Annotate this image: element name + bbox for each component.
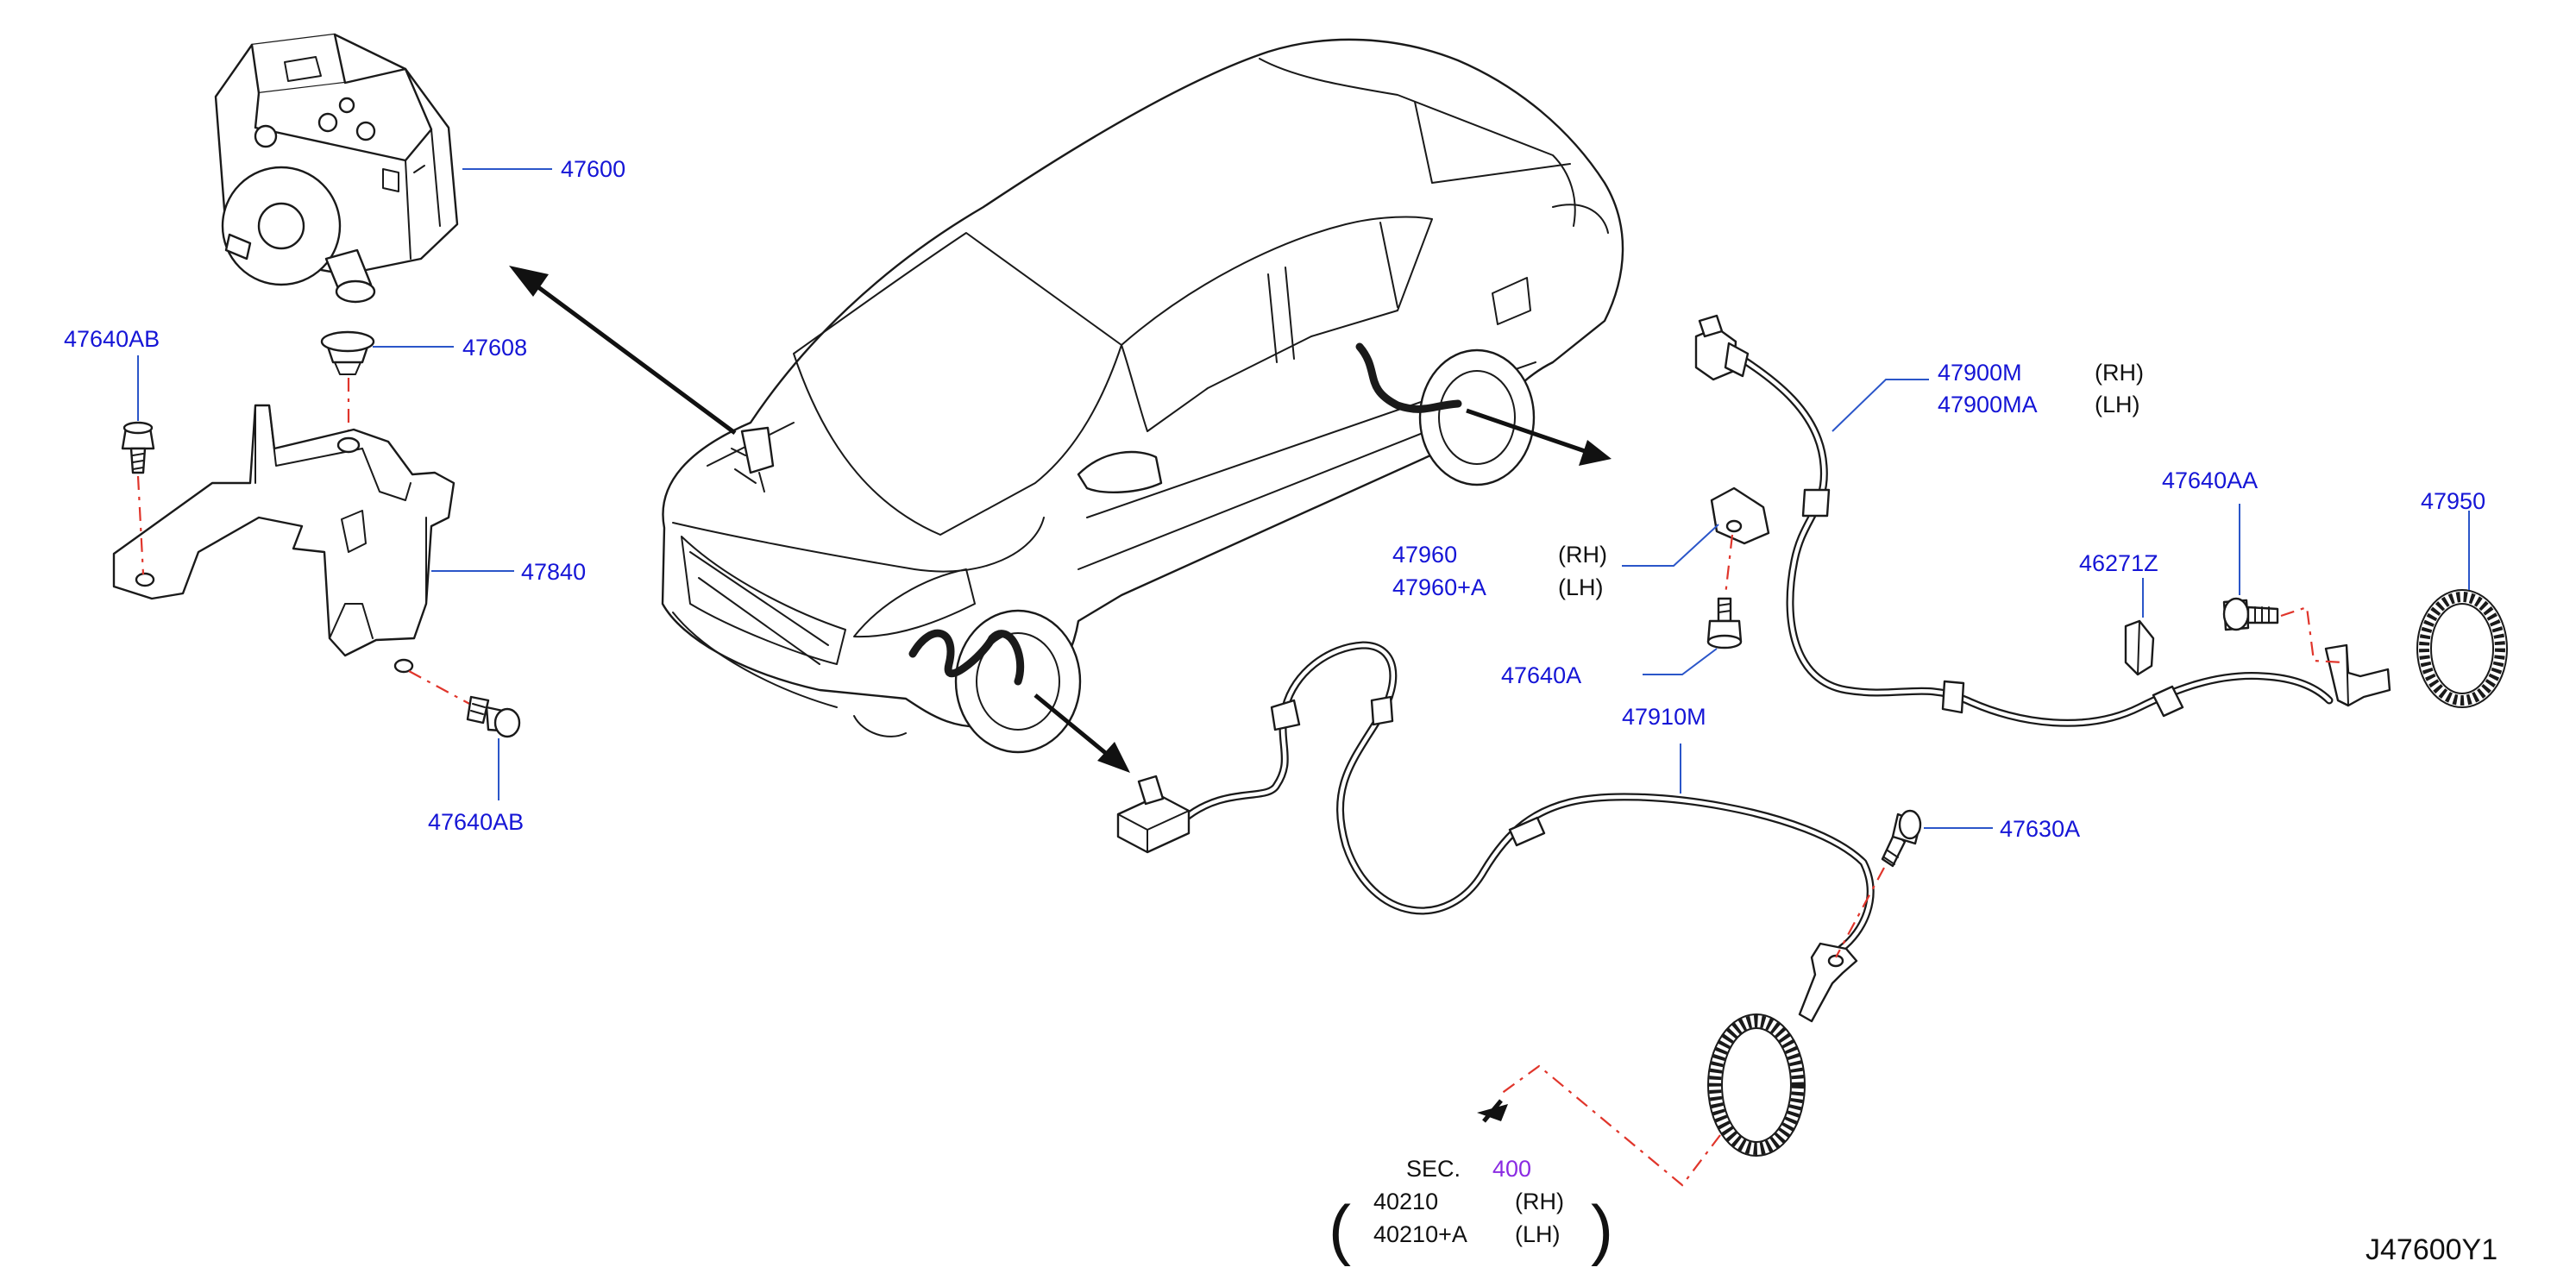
part-number-47950[interactable]: 47950 bbox=[2421, 488, 2485, 514]
part-number-47900m[interactable]: 47900M bbox=[1938, 360, 2022, 386]
part-number-47600[interactable]: 47600 bbox=[561, 156, 625, 182]
rear-harness-highlight bbox=[1355, 342, 1462, 413]
front-sensor-bracket[interactable] bbox=[1710, 486, 1770, 545]
rear-wheel-speed-sensor[interactable] bbox=[1694, 314, 2391, 727]
part-number-46271z[interactable]: 46271Z bbox=[2079, 550, 2158, 576]
part-number-47840[interactable]: 47840 bbox=[521, 559, 586, 585]
hidden-line-47630a bbox=[1835, 867, 1885, 958]
paren-close: ) bbox=[1591, 1191, 1613, 1267]
part-number-47630a[interactable]: 47630A bbox=[2000, 816, 2080, 842]
hidden-line-bolt-lower-left bbox=[408, 670, 474, 706]
part-number-47640aa[interactable]: 47640AA bbox=[2162, 467, 2258, 493]
part-number-47640ab-lower[interactable]: 47640AB bbox=[428, 809, 524, 835]
bolt-47640aa[interactable] bbox=[2222, 597, 2279, 631]
abs-bracket[interactable] bbox=[112, 404, 456, 674]
part-number-47960a[interactable]: 47960+A bbox=[1392, 574, 1486, 600]
bolt-lower-left[interactable] bbox=[466, 695, 521, 738]
front-sensor-rotor[interactable] bbox=[1707, 1013, 1806, 1157]
part-number-47608[interactable]: 47608 bbox=[462, 335, 527, 361]
part-number-47900ma[interactable]: 47900MA bbox=[1938, 392, 2038, 417]
grommet[interactable] bbox=[320, 330, 375, 375]
paren-open: ( bbox=[1329, 1191, 1351, 1267]
leader-47960 bbox=[1622, 524, 1719, 567]
front-harness-highlight bbox=[908, 629, 1025, 686]
hidden-line-47640aa bbox=[2280, 605, 2344, 664]
arrow-to-front-sensor bbox=[1034, 693, 1130, 773]
part-number-47960[interactable]: 47960 bbox=[1392, 542, 1457, 568]
side-rh-47960: (RH) bbox=[1558, 542, 1607, 568]
side-rh-47900m: (RH) bbox=[2095, 360, 2144, 386]
side-rh-40210: (RH) bbox=[1515, 1189, 1564, 1214]
arrow-to-abs bbox=[509, 266, 737, 436]
leader-47900m bbox=[1831, 379, 1929, 432]
part-number-47910m[interactable]: 47910M bbox=[1622, 704, 1706, 730]
part-number-47640ab-upper[interactable]: 47640AB bbox=[64, 326, 160, 352]
bolt-upper-left[interactable] bbox=[121, 421, 155, 474]
hidden-line-front-rotor bbox=[1500, 1064, 1721, 1187]
part-number-47640a[interactable]: 47640A bbox=[1501, 662, 1581, 688]
hub-number-lh[interactable]: 40210+A bbox=[1373, 1221, 1467, 1247]
diagram-code: J47600Y1 bbox=[2366, 1233, 2497, 1266]
side-lh-47900ma: (LH) bbox=[2095, 392, 2140, 417]
section-prefix: SEC. bbox=[1406, 1156, 1461, 1182]
arrow-to-rear-sensor bbox=[1466, 408, 1612, 466]
leader-47640a bbox=[1643, 648, 1718, 675]
bolt-47640a[interactable] bbox=[1706, 597, 1743, 649]
hidden-line-47960 bbox=[1724, 534, 1734, 596]
side-lh-40210: (LH) bbox=[1515, 1221, 1561, 1247]
rear-sensor-rotor[interactable] bbox=[2416, 589, 2508, 708]
front-wheel-speed-sensor[interactable] bbox=[1116, 641, 1875, 1023]
bolt-47630a[interactable] bbox=[1881, 809, 1922, 868]
section-number-link[interactable]: 400 bbox=[1492, 1156, 1531, 1182]
section-arrow-shaft bbox=[1482, 1099, 1503, 1123]
harness-clip[interactable] bbox=[2124, 619, 2155, 676]
hub-number-rh[interactable]: 40210 bbox=[1373, 1189, 1438, 1214]
car-body bbox=[661, 38, 1624, 754]
side-lh-47960: (LH) bbox=[1558, 574, 1604, 600]
abs-actuator-unit[interactable] bbox=[214, 33, 459, 304]
